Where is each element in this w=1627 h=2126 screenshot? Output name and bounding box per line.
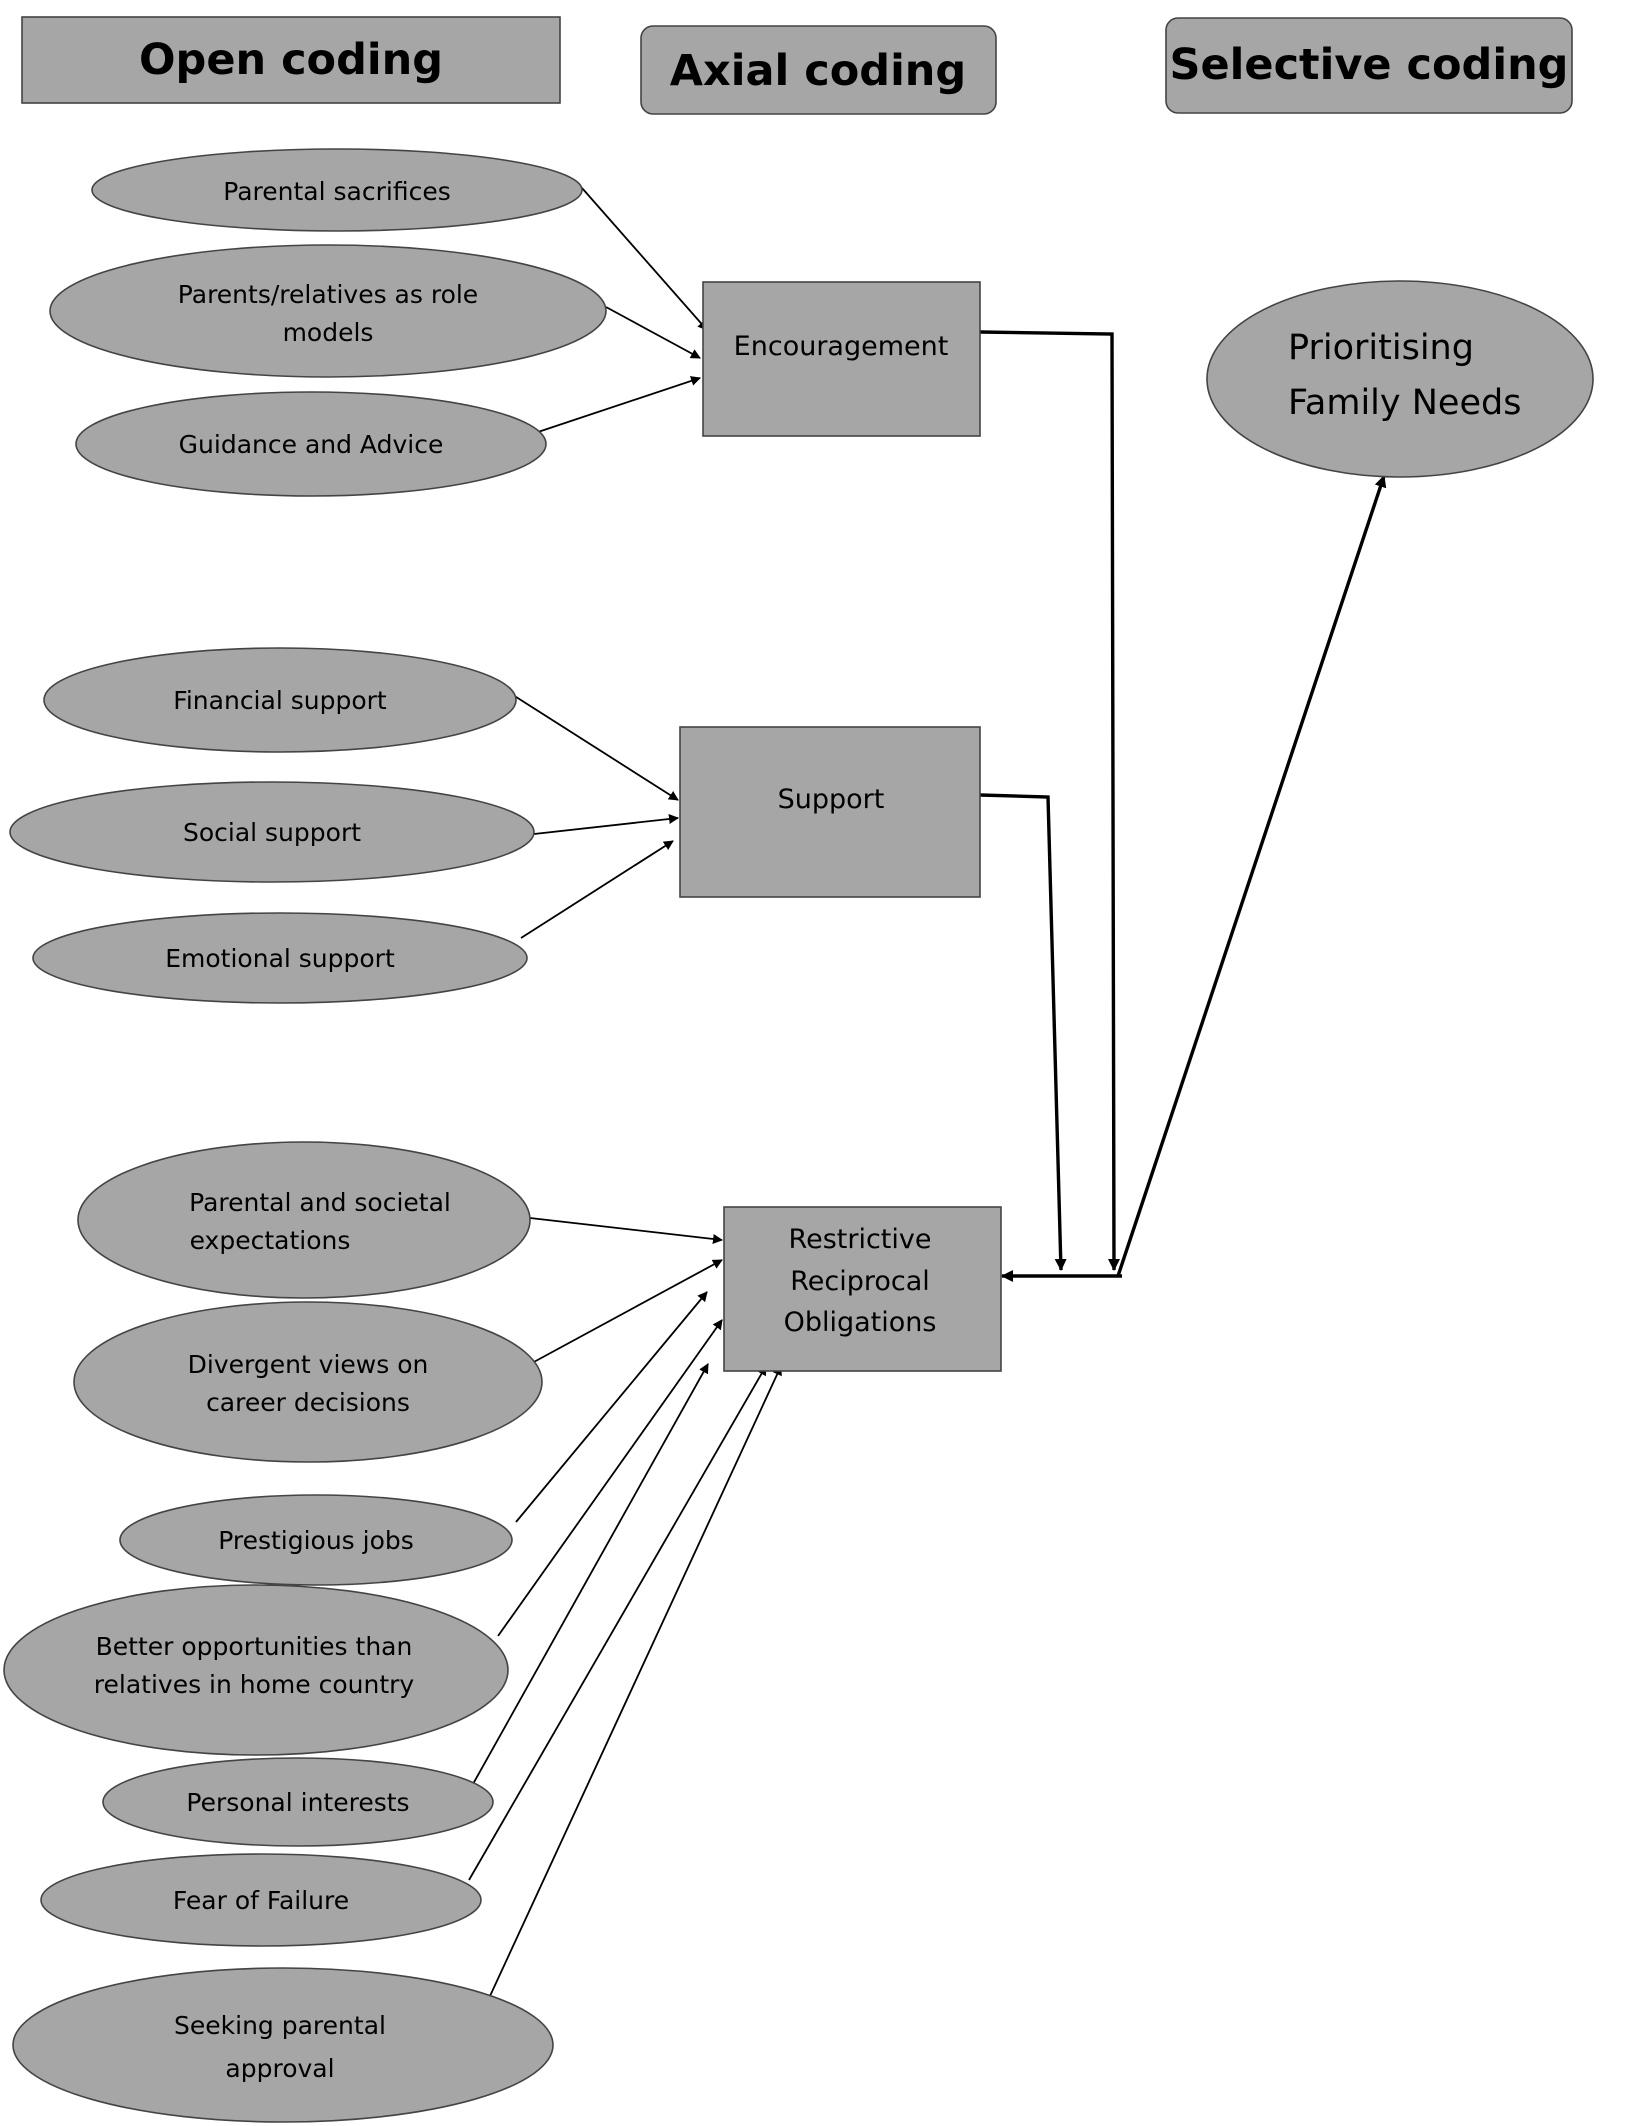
arrow-opportunities-to-obligations [497, 1319, 723, 1637]
open-code-divergent-views-line-2: career decisions [206, 1388, 410, 1417]
open-code-emotional-support: Emotional support [32, 912, 528, 1004]
arrow-expectations-to-obligations [529, 1217, 723, 1244]
open-code-parental-sacrifices-label: Parental sacrifices [223, 177, 450, 206]
axial-code-support: Support [679, 726, 981, 898]
arrow-obligations-to-family-needs [1116, 475, 1387, 1277]
selective-code-family-needs: Prioritising Family Needs [1206, 280, 1594, 478]
open-code-social-support-label: Social support [183, 818, 361, 847]
open-code-personal-interests: Personal interests [102, 1757, 494, 1847]
axial-code-obligations: Restrictive Reciprocal Obligations [723, 1206, 1002, 1372]
open-code-better-opportunities: Better opportunities than relatives in h… [3, 1584, 509, 1756]
open-code-parental-approval: Seeking parental approval [12, 1967, 554, 2123]
axial-code-support-label: Support [778, 784, 885, 815]
open-code-parental-approval-line-2: approval [225, 2054, 334, 2083]
open-code-social-support: Social support [9, 781, 535, 883]
open-code-prestigious-jobs: Prestigious jobs [119, 1494, 513, 1586]
axial-code-encouragement-label: Encouragement [734, 331, 949, 362]
open-code-role-models-line-1: Parents/relatives as role [178, 280, 478, 309]
open-code-parental-approval-line-1: Seeking parental [174, 2011, 386, 2040]
axial-code-obligations-line-1: Restrictive [789, 1224, 932, 1255]
arrow-guidance-to-encouragement [537, 376, 701, 433]
open-code-divergent-views: Divergent views on career decisions [73, 1301, 543, 1463]
axial-code-encouragement: Encouragement [702, 281, 981, 437]
open-code-personal-interests-label: Personal interests [186, 1788, 409, 1817]
open-code-expectations-line-1: Parental and societal [189, 1188, 451, 1217]
arrow-financial-to-support [512, 694, 679, 801]
open-code-guidance-advice-label: Guidance and Advice [179, 430, 444, 459]
open-code-parental-sacrifices: Parental sacrifices [91, 148, 583, 232]
arrow-emotional-to-support [520, 840, 674, 939]
open-code-emotional-support-label: Emotional support [165, 944, 395, 973]
connectors-axial-to-selective [979, 330, 1387, 1282]
selective-code-family-needs-line-2: Family Needs [1288, 383, 1521, 423]
open-code-expectations: Parental and societal expectations [77, 1141, 531, 1299]
open-code-role-models: Parents/relatives as role models [49, 244, 607, 378]
open-code-fear-of-failure: Fear of Failure [40, 1853, 482, 1947]
arrow-fear-to-obligations [468, 1365, 767, 1881]
axial-code-obligations-line-2: Reciprocal [790, 1266, 930, 1297]
connectors-open-to-axial [468, 187, 782, 1997]
open-code-expectations-line-2: expectations [190, 1226, 351, 1255]
arrow-divergent-to-obligations [531, 1259, 723, 1364]
selective-code-family-needs-line-1: Prioritising [1288, 328, 1474, 368]
open-code-guidance-advice: Guidance and Advice [75, 391, 547, 497]
open-code-better-opportunities-line-2: relatives in home country [94, 1670, 415, 1699]
header-selective-coding: Selective coding [1165, 17, 1573, 114]
open-code-divergent-views-line-1: Divergent views on [188, 1350, 429, 1379]
open-code-financial-support: Financial support [43, 647, 517, 753]
open-code-better-opportunities-line-1: Better opportunities than [96, 1632, 413, 1661]
open-code-prestigious-jobs-label: Prestigious jobs [218, 1526, 414, 1555]
axial-code-obligations-line-3: Obligations [784, 1307, 937, 1338]
header-open-coding: Open coding [21, 16, 561, 104]
arrow-prestigious-to-obligations [515, 1291, 708, 1523]
header-axial-coding-label: Axial coding [670, 46, 966, 96]
arrow-support-to-obligations [979, 793, 1067, 1271]
open-code-fear-of-failure-label: Fear of Failure [173, 1886, 349, 1915]
arrow-social-to-support [533, 814, 679, 835]
open-code-financial-support-label: Financial support [173, 686, 387, 715]
arrow-approval-to-obligations [489, 1365, 782, 1997]
open-code-role-models-line-2: models [283, 318, 374, 347]
header-open-coding-label: Open coding [139, 35, 443, 85]
arrow-role-models-to-encouragement [605, 306, 701, 359]
arrow-encouragement-to-obligations [979, 330, 1120, 1271]
arrow-interests-to-obligations [472, 1363, 709, 1785]
header-axial-coding: Axial coding [640, 25, 997, 115]
header-selective-coding-label: Selective coding [1170, 40, 1569, 90]
arrow-sacrifices-to-encouragement [581, 187, 708, 331]
